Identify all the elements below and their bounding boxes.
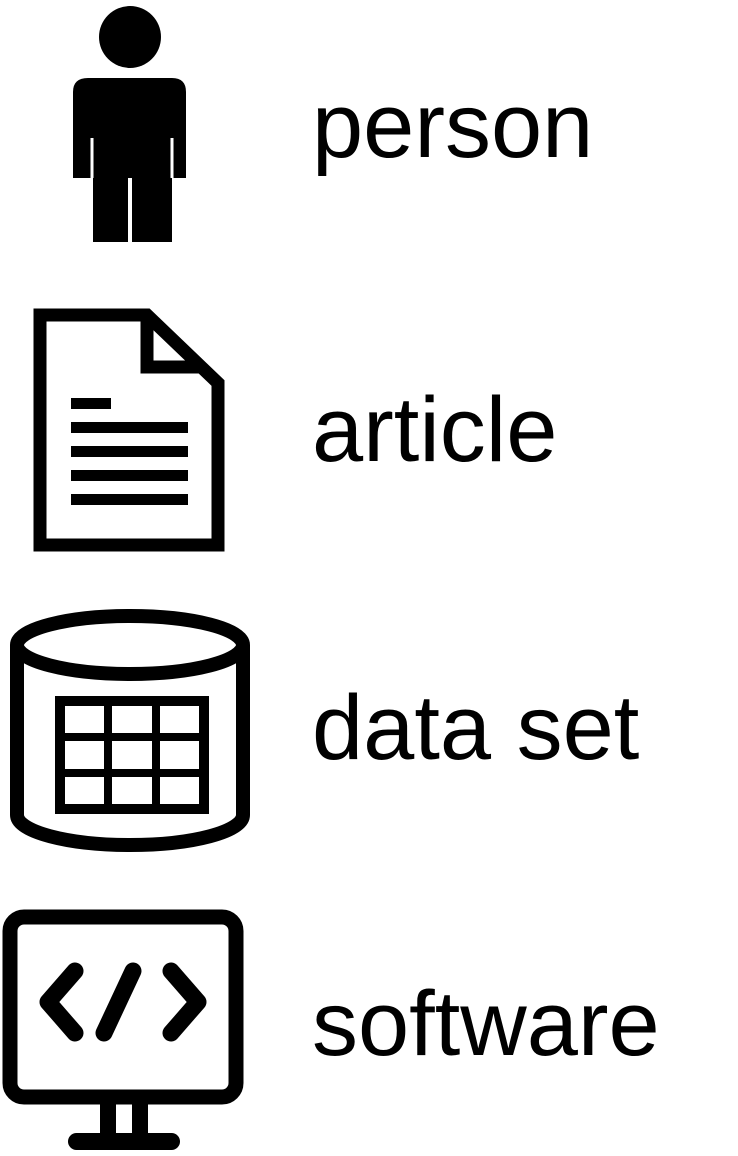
software-icon (2, 909, 244, 1150)
person-icon (73, 6, 186, 242)
article-label: article (312, 379, 558, 481)
article-icon (33, 308, 225, 552)
software-label: software (312, 973, 660, 1075)
data-set-label: data set (312, 677, 640, 779)
person-label: person (312, 75, 594, 177)
data-set-icon (10, 609, 250, 852)
